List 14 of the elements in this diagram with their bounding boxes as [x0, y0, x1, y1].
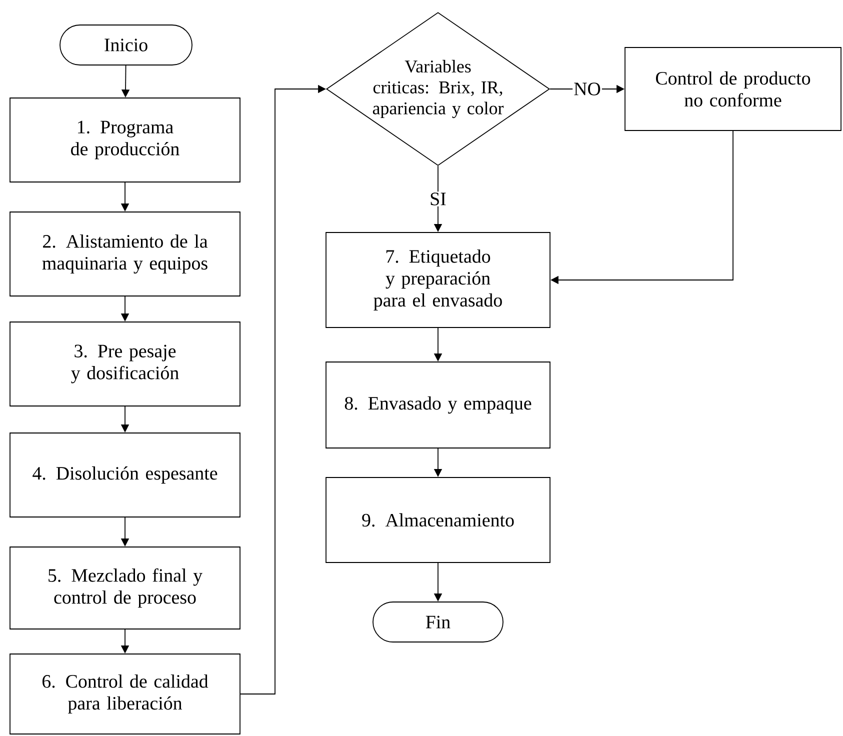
process-box: 7. Etiquetado y preparación para el envasado: [326, 232, 550, 328]
process-box: 5. Mezclado final y control de proceso: [10, 546, 240, 630]
process-box: 9. Almacenamiento: [326, 477, 550, 563]
edge-label: SI: [428, 192, 448, 206]
edge-label: NO: [572, 82, 602, 96]
process-box: 1. Programa de producción: [10, 98, 240, 182]
terminal-box: Inicio: [60, 24, 192, 66]
process-box: 2. Alistamiento de la maquinaria y equipos: [10, 212, 240, 296]
process-box: 3. Pre pesaje y dosificación: [10, 322, 240, 406]
process-box: 4. Disolución espesante: [10, 432, 240, 518]
terminal-box: Fin: [372, 602, 504, 642]
process-box: 6. Control de calidad para liberación: [10, 654, 240, 734]
process-box: Control de producto no conforme: [624, 47, 842, 131]
process-box: 8. Envasado y empaque: [326, 362, 550, 448]
